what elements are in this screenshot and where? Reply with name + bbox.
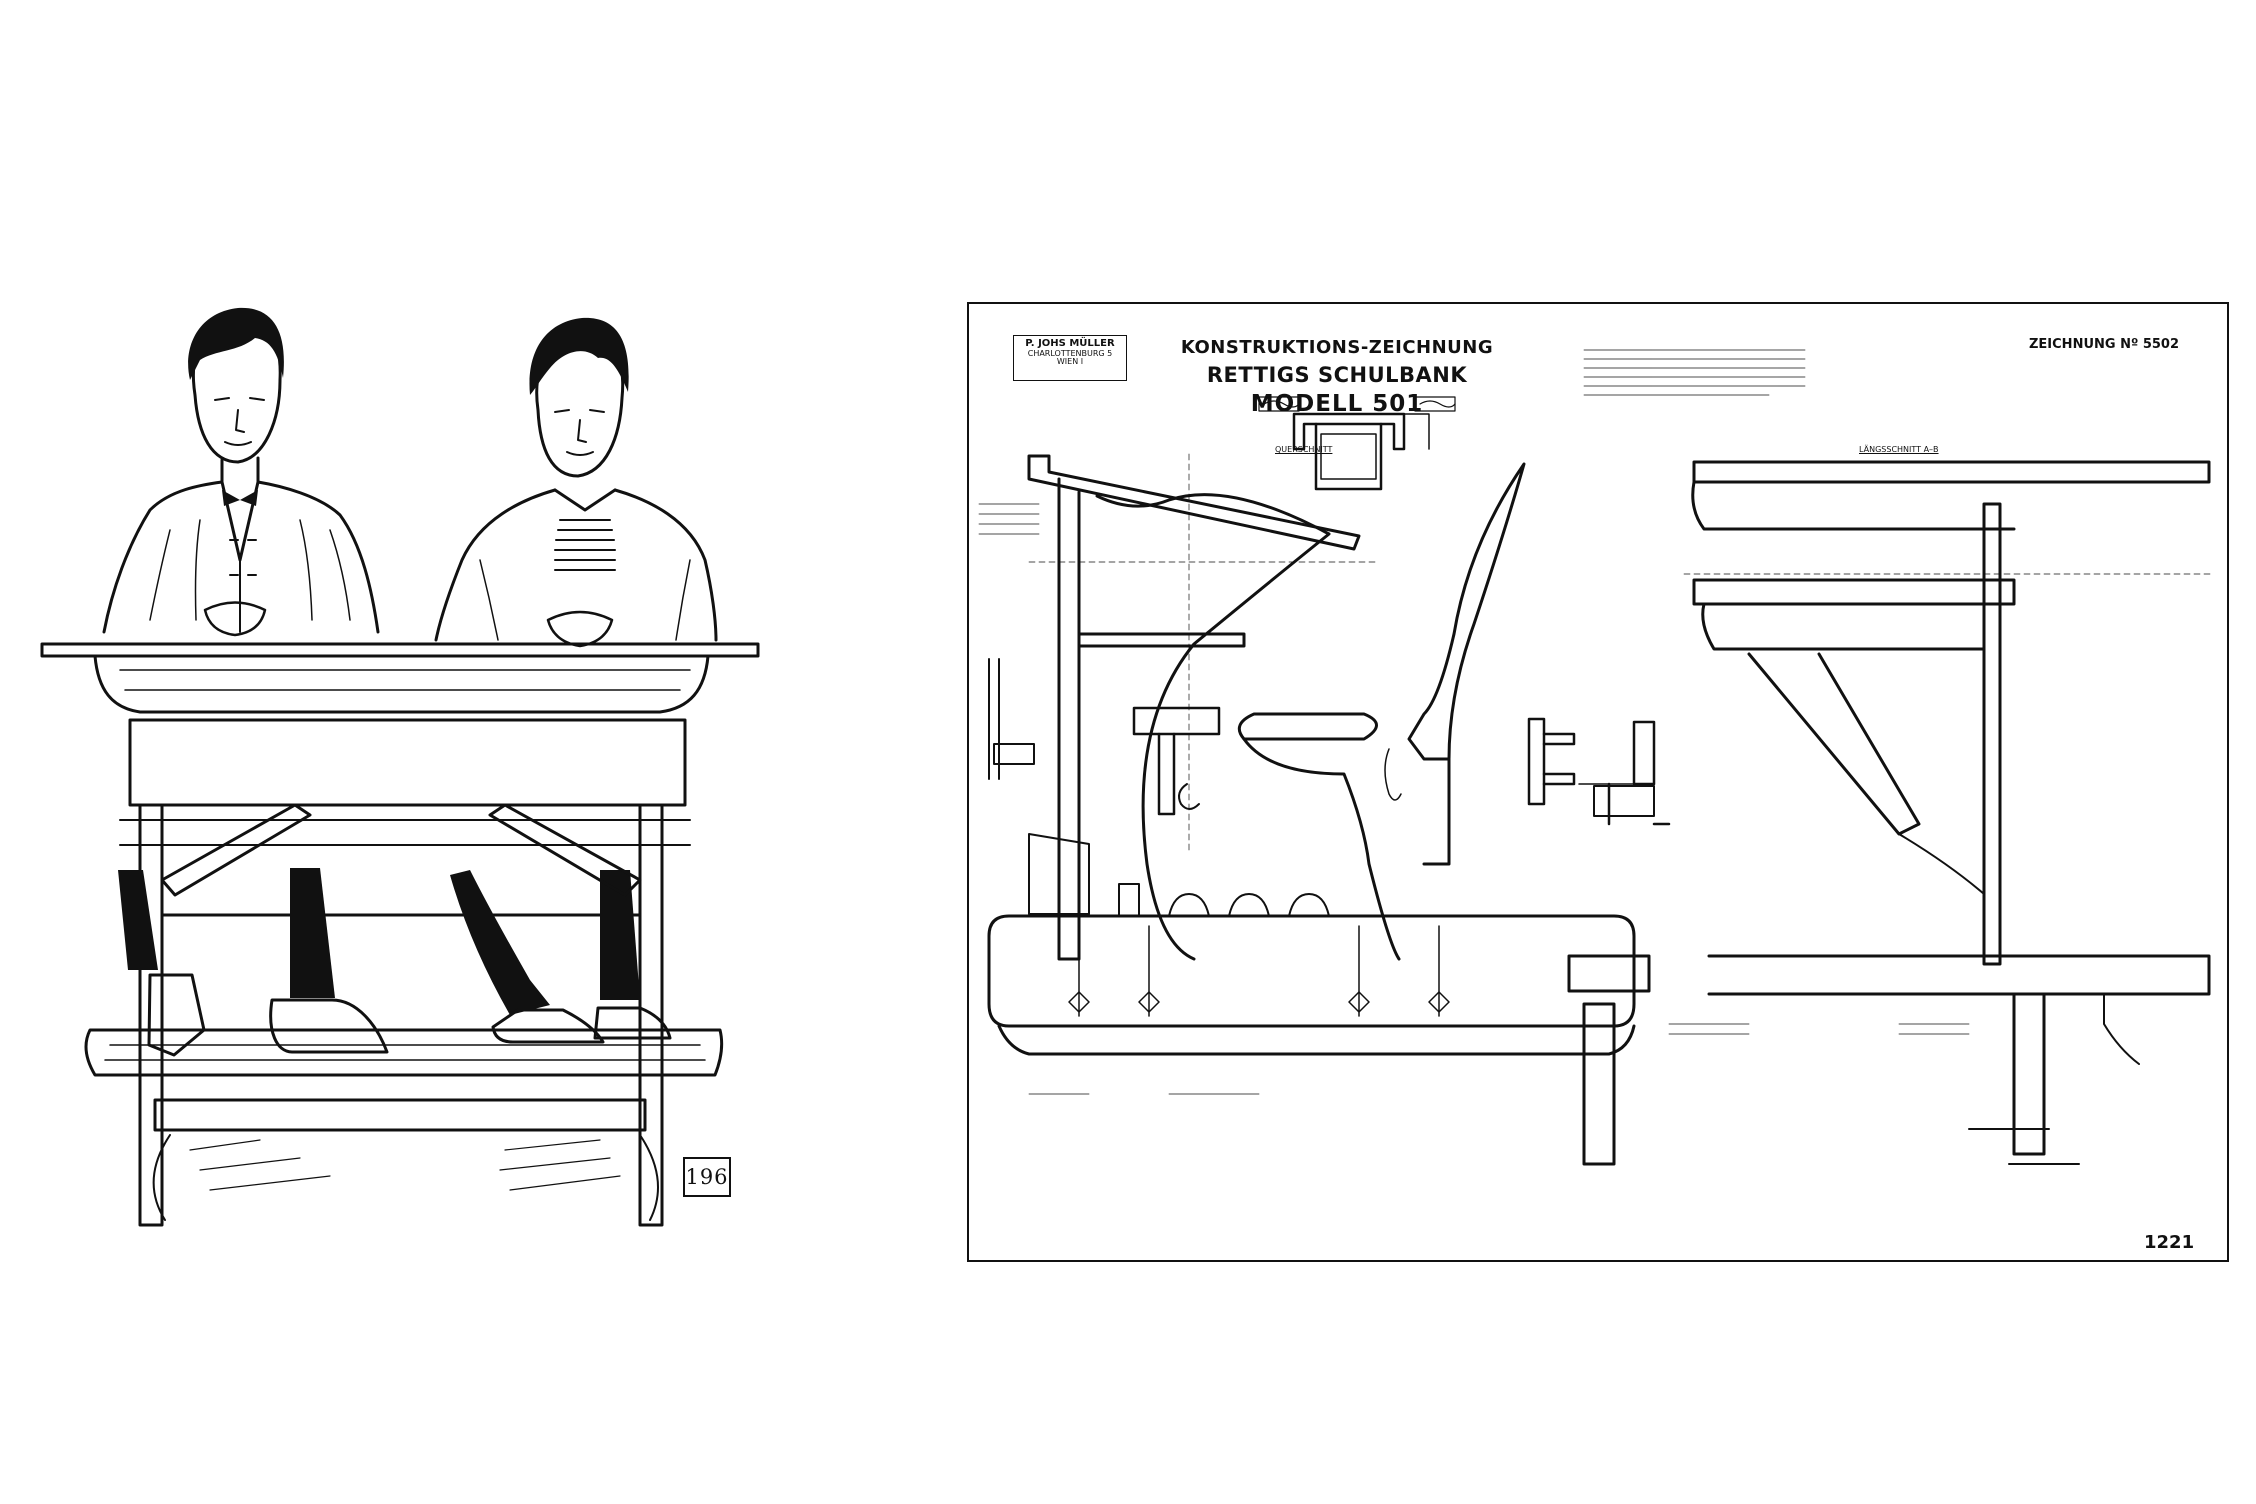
base-detail-right [1567,954,2211,1166]
maker-box: P. JOHS MÜLLER CHARLOTTENBURG 5 WIEN I [1013,335,1127,381]
drawing-heading: KONSTRUKTIONS-ZEICHNUNG [1180,337,1494,358]
sheet-number: 1221 [2144,1232,2195,1253]
detail-hook [1132,706,1221,816]
detail-bracket-top [1292,412,1430,491]
drawing-number: ZEICHNUNG Nº 5502 [2029,337,2179,352]
plate-number: 196 [685,1165,729,1189]
long-section-label: LÄNGSSCHNITT A–B [1859,445,1939,454]
construction-drawing-sheet: P. JOHS MÜLLER CHARLOTTENBURG 5 WIEN I K… [967,302,2229,1262]
drawing-title-line1: RETTIGS SCHULBANK [1206,363,1468,387]
technical-drawing [978,349,2215,1166]
plate-number-box: 196 [683,1157,731,1197]
maker-branch: WIEN I [1056,356,1084,366]
maker-city: CHARLOTTENBURG 5 [1027,348,1113,358]
boy-left [102,307,389,1057]
base-runner [987,833,1636,1056]
drawing-title-line2: MODELL 501 [1250,391,1424,417]
detail-joint [1527,717,1671,826]
boy-right [434,317,718,1044]
seat-backrest-side [1237,462,1526,961]
cross-section-desk [988,453,1380,961]
maker-name: P. JOHS MÜLLER [1025,338,1115,349]
bench-desk [40,642,760,1227]
long-section [1683,460,2215,966]
